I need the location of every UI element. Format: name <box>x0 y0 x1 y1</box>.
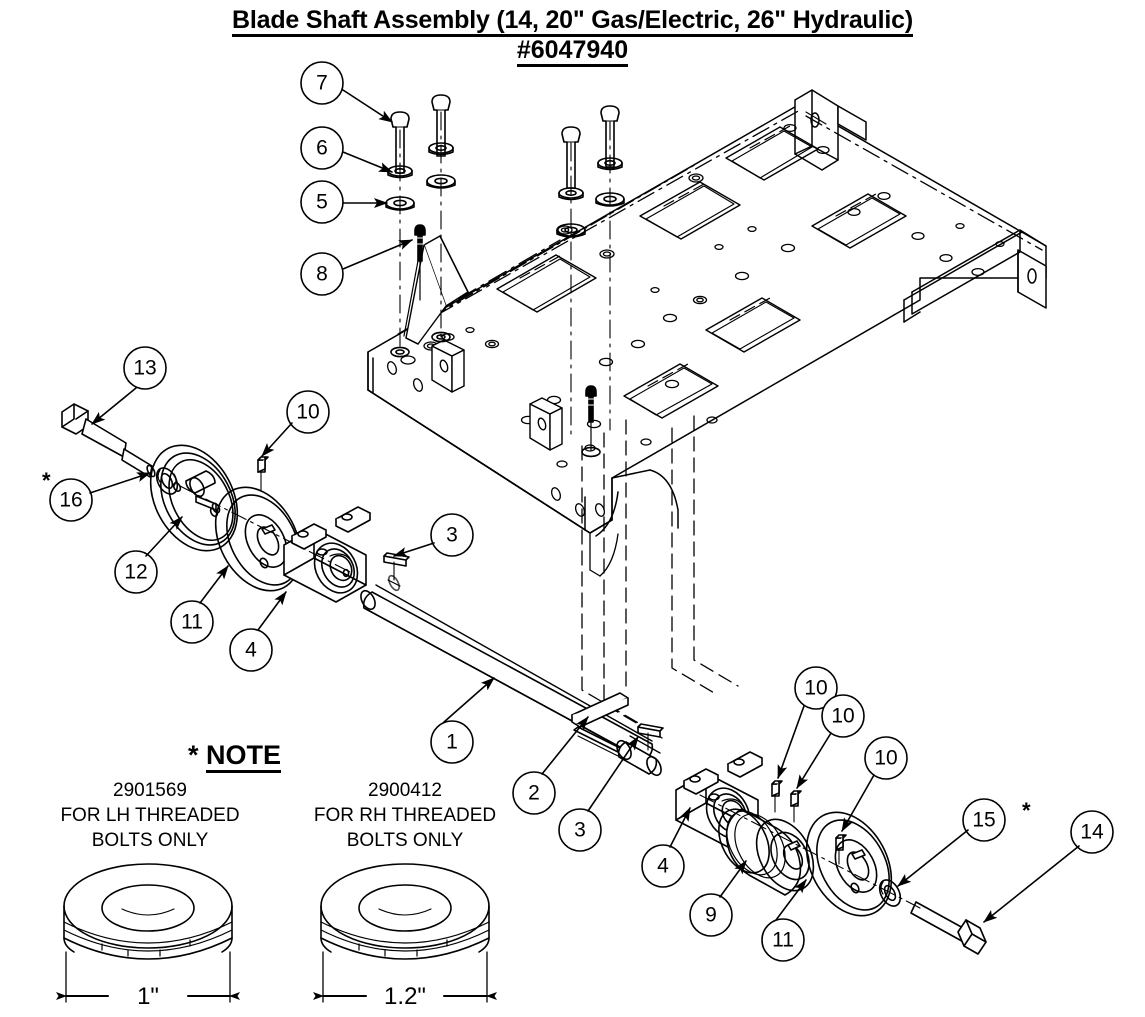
callout-7[interactable]: 7 <box>316 71 328 95</box>
key-10-right-b <box>790 790 802 823</box>
callout-16[interactable]: 16 <box>59 488 83 512</box>
deck-frame <box>367 89 1047 739</box>
callout-6[interactable]: 6 <box>316 136 328 160</box>
note-left-line1: FOR LH THREADED <box>60 805 240 826</box>
dimension-lines <box>56 951 497 1003</box>
callout-5[interactable]: 5 <box>316 190 328 214</box>
hex-bolt-13 <box>61 403 156 478</box>
blade-disc-11 <box>214 486 302 592</box>
note-header: * NOTE <box>188 740 282 774</box>
note-right-column: 2900412 FOR RH THREADED BOLTS ONLY <box>285 778 525 853</box>
callout-15[interactable]: 15 <box>972 808 996 832</box>
hex-bolt-14 <box>910 901 987 955</box>
callout-3-upper[interactable]: 3 <box>446 523 458 547</box>
callout-12[interactable]: 12 <box>124 560 148 584</box>
diagram-title-line2: #6047940 <box>0 36 1145 68</box>
note-left-dimension: 1" <box>137 983 159 1010</box>
bolt-stack-c <box>556 126 586 437</box>
asterisk-mark-15: * <box>1022 798 1031 823</box>
note-left-part-number: 2901569 <box>113 780 187 801</box>
callout-leaders <box>49 61 1114 962</box>
callout-4-right[interactable]: 4 <box>657 854 669 878</box>
callout-10-a[interactable]: 10 <box>804 676 828 700</box>
shaft-1 <box>360 574 654 761</box>
title-text-1: Blade Shaft Assembly (14, 20" Gas/Electr… <box>232 7 913 38</box>
key-10-right-c <box>835 834 847 865</box>
callout-10-left[interactable]: 10 <box>296 400 320 424</box>
callout-11-left[interactable]: 11 <box>181 610 203 634</box>
callout-13[interactable]: 13 <box>133 356 157 380</box>
key-3-right <box>637 723 664 751</box>
blade-flange-12 <box>149 444 239 552</box>
asterisk-mark-16: * <box>42 468 51 493</box>
callout-10-c[interactable]: 10 <box>874 746 898 770</box>
key-10-right-a <box>771 780 783 813</box>
key-10-left <box>257 456 269 491</box>
callout-11-right[interactable]: 11 <box>772 928 794 952</box>
left-assembly <box>61 403 371 603</box>
note-right-line1: FOR RH THREADED <box>313 805 497 826</box>
callout-10-b[interactable]: 10 <box>831 704 855 728</box>
callout-14[interactable]: 14 <box>1080 820 1104 844</box>
note-washer-rh <box>320 863 490 960</box>
note-right-line2: BOLTS ONLY <box>346 830 464 851</box>
note-washer-lh <box>63 863 233 960</box>
bolt-stack-d <box>595 105 625 431</box>
callout-4-left[interactable]: 4 <box>245 638 257 662</box>
callout-3-lower[interactable]: 3 <box>574 818 586 842</box>
note-left-line2: BOLTS ONLY <box>91 830 209 851</box>
callout-8[interactable]: 8 <box>316 262 328 286</box>
grease-fitting-left <box>414 224 426 301</box>
title-text-2: #6047940 <box>516 37 629 68</box>
callout-2[interactable]: 2 <box>528 781 540 805</box>
note-header-text: NOTE <box>206 741 282 774</box>
bolt-stack-b <box>426 94 456 343</box>
callout-1[interactable]: 1 <box>446 730 458 754</box>
blade-disc-11b <box>805 811 893 917</box>
callout-9[interactable]: 9 <box>705 903 717 927</box>
note-asterisk: * <box>188 740 199 770</box>
blade-shaft-assembly <box>360 552 664 777</box>
note-right-dimension: 1.2" <box>384 983 426 1010</box>
diagram-title-line1: Blade Shaft Assembly (14, 20" Gas/Electr… <box>0 6 1145 38</box>
washer-16 <box>155 467 179 495</box>
multi-groove-pulley <box>718 808 815 896</box>
right-assembly <box>675 751 987 955</box>
pillow-block-4 <box>179 485 371 603</box>
note-right-part-number: 2900412 <box>368 780 442 801</box>
key-3-left <box>383 552 410 581</box>
note-left-column: 2901569 FOR LH THREADED BOLTS ONLY <box>30 778 270 853</box>
grease-fitting-right <box>581 385 601 458</box>
